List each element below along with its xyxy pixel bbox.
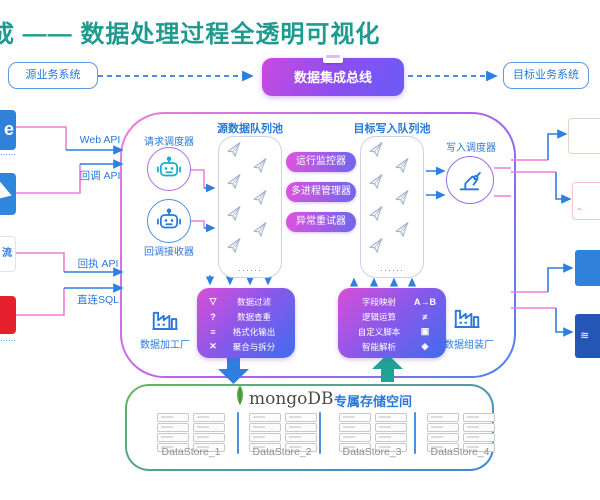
- target-logo-1: [568, 118, 600, 154]
- server-stack-icon: [427, 413, 459, 453]
- target-queue-title: 目标写入队列池: [353, 123, 431, 135]
- panel-item-label: 数据查重: [236, 311, 271, 322]
- callback-receiver-robot: [147, 199, 191, 243]
- data-processing-factory-label: 数据加工厂: [140, 340, 190, 351]
- panel-item-label: 聚合与拆分: [232, 341, 276, 352]
- source-logo-3: 流: [0, 236, 16, 272]
- mongodb-wordmark: mongoDB: [249, 389, 334, 409]
- source-queue-title: 源数据队列池: [217, 123, 283, 135]
- storage-title: 专属存储空间: [334, 394, 413, 409]
- callback-receiver-label: 回调接收器: [144, 247, 194, 258]
- source-business-system: 源业务系统: [8, 62, 98, 89]
- source-queue: ······: [218, 136, 282, 278]
- target-queue: ······: [360, 136, 424, 278]
- source-logo-1: e: [0, 110, 16, 150]
- datastore-label: DataStore_4: [430, 446, 490, 458]
- storage-divider: [414, 412, 416, 454]
- panel-item-label: 格式化输出: [232, 326, 276, 337]
- filter-icon: ▽: [209, 296, 217, 306]
- datastore-label: DataStore_2: [252, 446, 312, 458]
- paper-plane-icon: [224, 204, 245, 225]
- datastore-label: DataStore_3: [342, 446, 402, 458]
- source-system-label: 源业务系统: [25, 69, 81, 81]
- write-scheduler-robot: [446, 156, 494, 204]
- request-scheduler-robot: [147, 147, 191, 191]
- processing-panel: ▽ 数据过滤 ? 数据查重 ≡ 格式化输出 ✕ 聚合与拆分: [197, 288, 295, 358]
- paper-plane-icon: [250, 188, 271, 209]
- api-label-sql: 直连SQL: [76, 294, 119, 306]
- panel-item-label: 逻辑运算: [361, 311, 396, 322]
- multiprocess-manager-chip: 多进程管理器: [286, 182, 356, 202]
- paper-plane-icon: [392, 156, 413, 177]
- api-label-callback: 回调 API: [79, 170, 121, 182]
- telegram-like-mark: [0, 181, 15, 205]
- data-processing-factory-icon: [150, 304, 180, 339]
- exception-retry-chip: 异常重试器: [286, 212, 356, 232]
- write-scheduler-label: 写入调度器: [446, 143, 496, 154]
- queue-ellipsis: ······: [238, 265, 262, 275]
- target-system-label: 目标业务系统: [513, 69, 579, 81]
- source-logo-4-label: ⋯⋯: [0, 336, 16, 345]
- list-icon: ≡: [210, 326, 216, 337]
- panel-item-label: 数据过滤: [236, 296, 271, 307]
- factory-icon: [452, 302, 482, 332]
- queue-ellipsis: ······: [380, 265, 404, 275]
- target-logo-4: ≋: [575, 314, 600, 358]
- paper-plane-icon: [366, 140, 387, 161]
- server-stack-icon: [193, 413, 225, 453]
- logic-icon: ≠: [422, 311, 428, 322]
- request-scheduler-label: 请求调度器: [144, 137, 194, 148]
- server-stack-icon: [285, 413, 317, 453]
- server-stack-icon: [249, 413, 281, 453]
- api-label-receipt: 回执 API: [77, 258, 119, 270]
- data-assembly-factory-label: 数据组装厂: [444, 340, 494, 351]
- question-icon: ?: [210, 311, 216, 322]
- mongodb-leaf-icon: [229, 382, 251, 413]
- storage-container: mongoDB 专属存储空间 DataStore_1 DataStore_2 D…: [125, 382, 495, 471]
- panel-item-label: 自定义脚本: [357, 326, 401, 337]
- target-logo-3: [575, 250, 600, 286]
- paper-plane-icon: [224, 140, 245, 161]
- paper-plane-icon: [224, 236, 245, 257]
- api-label-web: Web API: [79, 134, 121, 146]
- storage-divider: [237, 412, 239, 454]
- paper-plane-icon: [366, 172, 387, 193]
- factory-icon: [150, 304, 180, 334]
- paper-plane-icon: [224, 172, 245, 193]
- paper-plane-icon: [250, 156, 271, 177]
- datastore-label: DataStore_1: [161, 446, 221, 458]
- data-integration-bus: 数据集成总线: [262, 53, 404, 96]
- server-stack-icon: [463, 413, 495, 453]
- paper-plane-icon: [366, 236, 387, 257]
- gem-icon: ◈: [421, 341, 429, 351]
- mapping-icon: A→B: [414, 296, 436, 307]
- assembly-panel: 字段映射 A→B 逻辑运算 ≠ 自定义脚本 ▣ 智能解析 ◈: [338, 288, 446, 358]
- robot-arm-icon: [456, 166, 484, 194]
- server-stack-icon: [157, 413, 189, 453]
- server-stack-icon: [339, 413, 371, 453]
- paper-plane-icon: [366, 204, 387, 225]
- storage-divider: [319, 412, 321, 454]
- source-logo-3-text: 流: [2, 248, 12, 259]
- target-business-system: 目标业务系统: [503, 62, 589, 89]
- script-icon: ▣: [420, 326, 430, 336]
- data-assembly-factory-icon: [452, 302, 482, 337]
- paper-plane-icon: [250, 220, 271, 241]
- split-icon: ✕: [209, 341, 217, 351]
- robot-icon: [156, 156, 182, 182]
- source-logo-1-label: ⋯⋯: [0, 150, 16, 159]
- source-logo-2: [0, 173, 16, 215]
- page-title: 成 —— 数据处理过程全透明可视化: [0, 21, 381, 48]
- target-logo-2: ~: [572, 182, 600, 220]
- paper-plane-icon: [392, 220, 413, 241]
- bus-icon: [323, 53, 343, 63]
- panel-item-label: 智能解析: [361, 341, 396, 352]
- run-monitor-chip: 运行监控器: [286, 152, 356, 172]
- paper-plane-icon: [392, 188, 413, 209]
- server-stack-icon: [375, 413, 407, 453]
- bus-label: 数据集成总线: [293, 70, 372, 85]
- source-logo-4: [0, 296, 16, 334]
- robot-icon: [156, 208, 182, 234]
- panel-item-label: 字段映射: [361, 296, 396, 307]
